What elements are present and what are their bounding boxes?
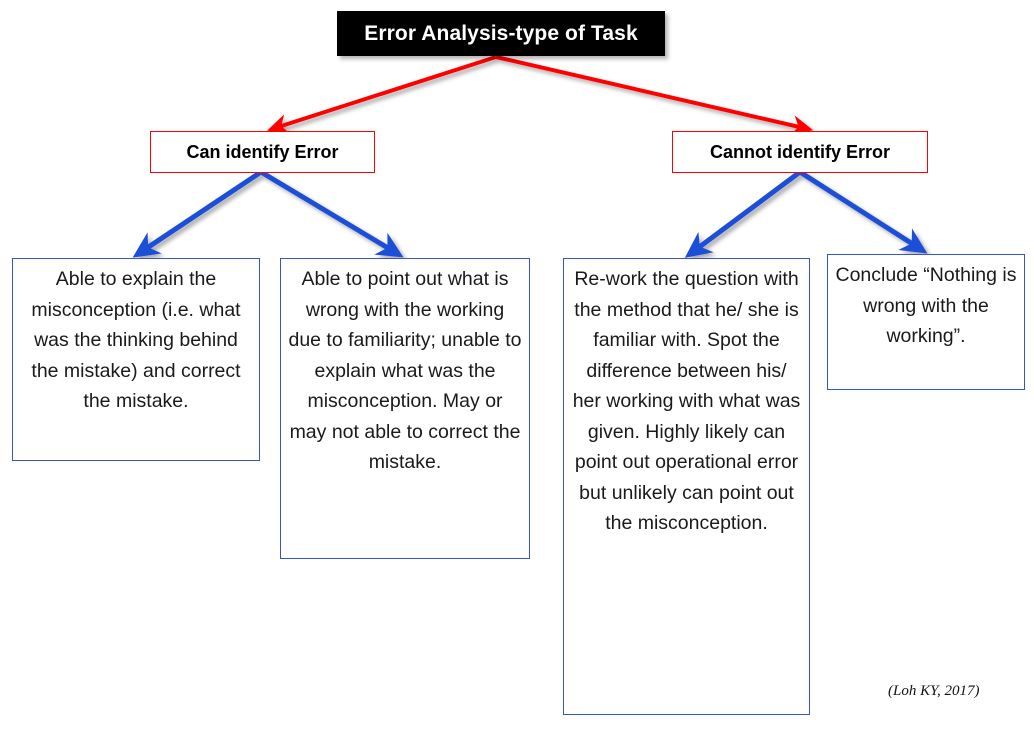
arrow-cannot-to-conclude	[798, 169, 928, 254]
arrow-can-to-able-explain	[132, 169, 263, 258]
outcome-box-conclude-nothing-wrong: Conclude “Nothing is wrong with the work…	[827, 254, 1025, 390]
arrow-can-to-able-point-out	[259, 169, 404, 258]
category-box-can-identify-error: Can identify Error	[150, 131, 375, 173]
outcome-box-able-to-point-out: Able to point out what is wrong with the…	[280, 258, 530, 559]
diagram-title: Error Analysis-type of Task	[337, 11, 665, 56]
arrow-title-to-cannot-identify	[495, 55, 814, 136]
arrow-cannot-to-rework	[684, 169, 802, 258]
arrow-title-to-can-identify	[267, 55, 497, 134]
outcome-box-re-work-the-question: Re-work the question with the method tha…	[563, 258, 810, 715]
outcome-box-able-to-explain: Able to explain the misconception (i.e. …	[12, 258, 260, 461]
category-box-cannot-identify-error: Cannot identify Error	[672, 131, 928, 173]
source-citation: (Loh KY, 2017)	[888, 683, 980, 699]
